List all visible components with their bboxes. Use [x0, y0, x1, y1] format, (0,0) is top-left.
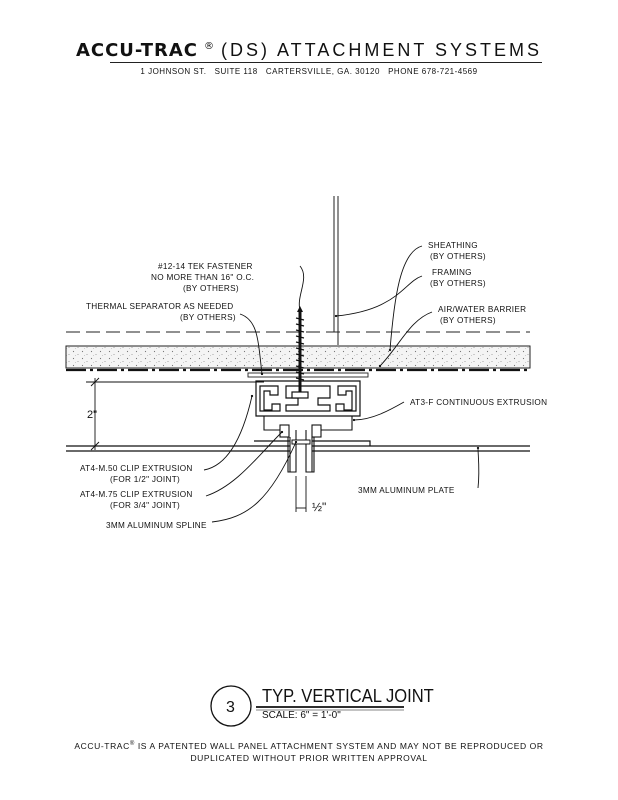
- thermal-separator-label-2: (BY OTHERS): [180, 313, 236, 322]
- footer-registered-mark: ®: [129, 741, 135, 747]
- clip-m50-label-1: AT4-M.50 CLIP EXTRUSION: [80, 464, 193, 473]
- footer-text-1: IS A PATENTED WALL PANEL ATTACHMENT SYST…: [134, 740, 544, 751]
- title-block: ACCU-TRAC ® (DS) ATTACHMENT SYSTEMS 1 JOHN…: [0, 0, 618, 90]
- sheathing-layer: [65, 345, 531, 369]
- company-title: ACCU-TRAC ® (DS) ATTACHMENT SYSTEMS: [0, 40, 618, 61]
- air-water-barrier-label-2: (BY OTHERS): [440, 316, 496, 325]
- tek-fastener-label-2: NO MORE THAN 16" O.C.: [151, 273, 254, 282]
- clip-m75-label-1: AT4-M.75 CLIP EXTRUSION: [80, 490, 193, 499]
- registered-mark: ®: [204, 41, 216, 52]
- clip-m75-label-2: (FOR 3/4" JOINT): [110, 501, 180, 510]
- thermal-separator-label-1: THERMAL SEPARATOR AS NEEDED: [86, 302, 233, 311]
- framing-label-2: (BY OTHERS): [430, 279, 486, 288]
- tek-fastener-label-3: (BY OTHERS): [183, 284, 239, 293]
- sheathing-label-2: (BY OTHERS): [430, 252, 486, 261]
- detail-scale: SCALE: 6" = 1'-0": [262, 710, 341, 721]
- detail-number-bubble: [210, 685, 252, 727]
- aluminum-spline-label: 3MM ALUMINUM SPLINE: [106, 521, 207, 530]
- sheathing-label-1: SHEATHING: [428, 241, 478, 250]
- title-rest: (DS) ATTACHMENT SYSTEMS: [221, 40, 543, 60]
- company-address: 1 JOHNSON ST. SUITE 118 CARTERSVILLE, GA…: [140, 67, 478, 76]
- detail-number: 3: [226, 699, 235, 716]
- footer-line-1: ACCU-TRAC® IS A PATENTED WALL PANEL ATTA…: [0, 738, 618, 752]
- air-water-barrier-label-1: AIR/WATER BARRIER: [438, 305, 526, 314]
- height-dimension-label: 2": [87, 409, 97, 421]
- at3-f-extrusion-label: AT3-F CONTINUOUS EXTRUSION: [410, 398, 547, 407]
- brand-name: ACCU-TRAC: [75, 40, 199, 61]
- framing-label-1: FRAMING: [432, 268, 472, 277]
- aluminum-plate-label: 3MM ALUMINUM PLATE: [358, 486, 455, 495]
- joint-dimension: [295, 476, 307, 512]
- clip-m50-label-2: (FOR 1/2" JOINT): [110, 475, 180, 484]
- detail-title: TYP. VERTICAL JOINT: [262, 686, 434, 706]
- thermal-separator: [247, 372, 369, 378]
- aluminum-spline: [291, 439, 311, 445]
- leader-lines: [203, 245, 480, 523]
- tek-fastener: [291, 306, 309, 399]
- footer-brand: ACCU-TRAC: [74, 740, 130, 751]
- tek-fastener-label-1: #12-14 TEK FASTENER: [158, 262, 253, 271]
- title-rule: [110, 62, 542, 63]
- joint-dimension-label: ½": [312, 500, 326, 514]
- footer-line-2: DUPLICATED WITHOUT PRIOR WRITTEN APPROVA…: [190, 752, 428, 763]
- framing-member: [333, 196, 339, 345]
- copyright-notice: ACCU-TRAC® IS A PATENTED WALL PANEL ATTA…: [0, 738, 618, 764]
